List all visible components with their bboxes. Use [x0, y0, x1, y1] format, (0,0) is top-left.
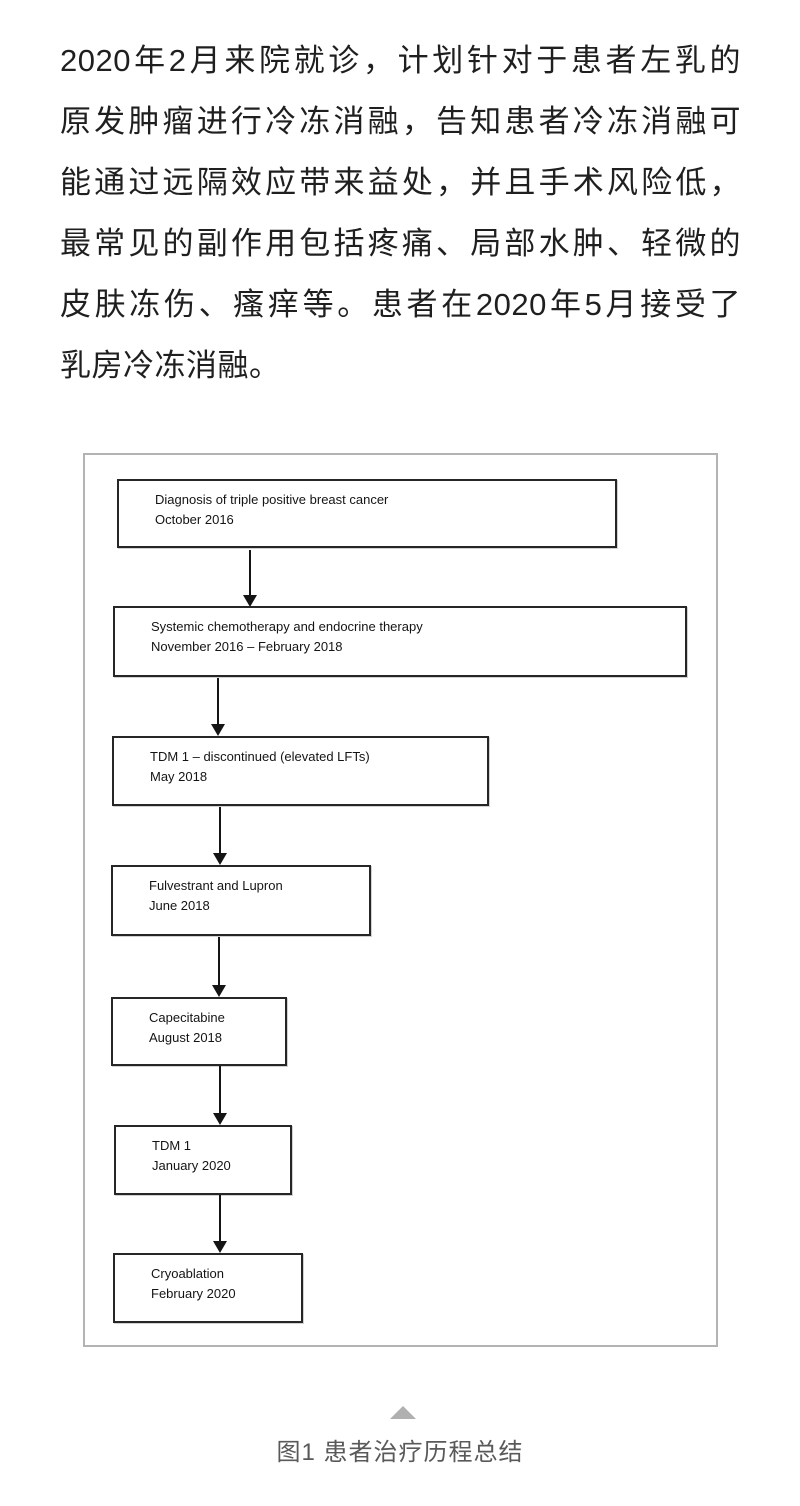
arrow-shaft	[219, 807, 221, 856]
flow-arrow-down-icon	[243, 550, 257, 607]
flow-step-label: Diagnosis of triple positive breast canc…	[155, 492, 389, 507]
arrow-shaft	[219, 1195, 221, 1244]
arrow-head	[212, 985, 226, 997]
flow-step-tdm1-discontinued: TDM 1 – discontinued (elevated LFTs) May…	[112, 736, 489, 806]
flow-arrow-down-icon	[213, 807, 227, 865]
flow-step-date: June 2018	[149, 898, 210, 913]
arrow-head	[213, 1241, 227, 1253]
paragraph-line: 乳房冷冻消融。	[60, 348, 281, 383]
flow-arrow-down-icon	[213, 1195, 227, 1253]
flow-step-date: October 2016	[155, 512, 234, 527]
arrow-head	[213, 1113, 227, 1125]
arrow-head	[213, 853, 227, 865]
flow-step-date: May 2018	[150, 769, 208, 784]
figure-caption: 图1 患者治疗历程总结	[276, 1439, 524, 1466]
flow-arrow-down-icon	[213, 1066, 227, 1125]
flow-step-label: Capecitabine	[149, 1010, 225, 1025]
flow-step-label: Systemic chemotherapy and endocrine ther…	[151, 619, 423, 634]
flow-step-label: Cryoablation	[151, 1266, 224, 1281]
flow-step-date: August 2018	[149, 1030, 223, 1045]
flow-step-date: February 2020	[151, 1286, 236, 1301]
flow-step-date: January 2020	[152, 1158, 231, 1173]
arrow-head	[243, 595, 257, 607]
flow-step-tdm1: TDM 1 January 2020	[114, 1125, 292, 1195]
flow-arrow-down-icon	[211, 678, 225, 736]
arrow-shaft	[249, 550, 251, 598]
collapse-triangle-icon[interactable]	[390, 1406, 416, 1419]
paragraph-line: 2020年2月来院就诊，计划针对于患者左乳的	[60, 43, 741, 78]
clinical-note-paragraph: 2020年2月来院就诊，计划针对于患者左乳的 原发肿瘤进行冷冻消融，告知患者冷冻…	[60, 30, 741, 396]
flow-step-chemo-endocrine: Systemic chemotherapy and endocrine ther…	[113, 606, 687, 677]
paragraph-line: 能通过远隔效应带来益处，并且手术风险低，	[60, 165, 741, 200]
flow-step-date: November 2016 – February 2018	[151, 639, 343, 654]
paragraph-line: 最常见的副作用包括疼痛、局部水肿、轻微的	[60, 226, 741, 261]
flow-step-label: TDM 1 – discontinued (elevated LFTs)	[150, 749, 370, 764]
flow-step-label: TDM 1	[152, 1138, 191, 1153]
flow-step-diagnosis: Diagnosis of triple positive breast canc…	[117, 479, 617, 548]
flow-step-label: Fulvestrant and Lupron	[149, 878, 283, 893]
flow-step-fulvestrant-lupron: Fulvestrant and Lupron June 2018	[111, 865, 371, 936]
arrow-shaft	[218, 937, 220, 988]
paragraph-line: 皮肤冻伤、瘙痒等。患者在2020年5月接受了	[60, 287, 741, 322]
flow-step-cryoablation: Cryoablation February 2020	[113, 1253, 303, 1323]
arrow-head	[211, 724, 225, 736]
flow-step-capecitabine: Capecitabine August 2018	[111, 997, 287, 1066]
flow-arrow-down-icon	[212, 937, 226, 997]
arrow-shaft	[219, 1066, 221, 1116]
paragraph-line: 原发肿瘤进行冷冻消融，告知患者冷冻消融可	[60, 104, 741, 139]
arrow-shaft	[217, 678, 219, 727]
treatment-timeline-figure: Diagnosis of triple positive breast canc…	[83, 453, 718, 1347]
